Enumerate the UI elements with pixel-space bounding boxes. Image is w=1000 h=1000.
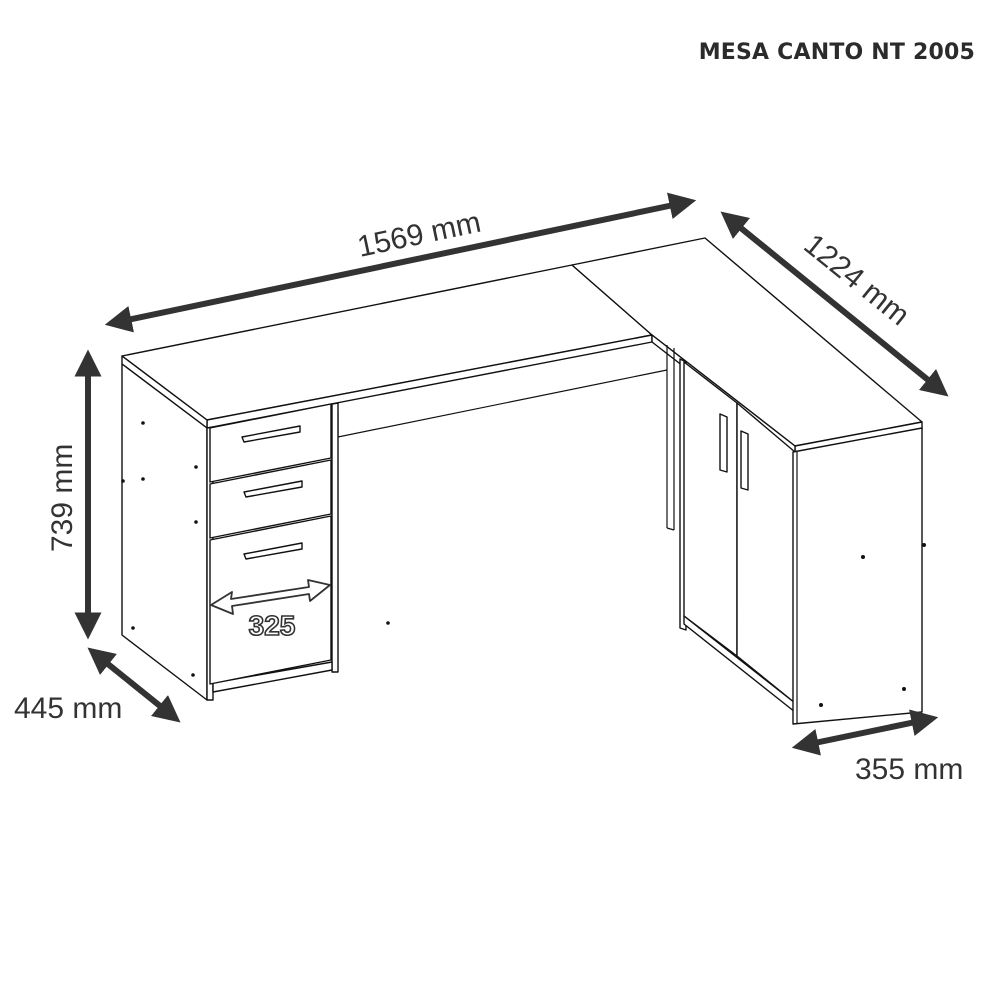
height-label: 739 mm [46,444,79,552]
drawer-2 [209,459,332,539]
desktop-main [121,264,653,429]
depth-drawer-label: 445 mm [14,692,122,725]
door-cabinet [679,358,926,725]
dimension-depth-drawer: 445 mm [14,647,181,725]
drawer-inner-width-label: 325 [249,610,296,641]
product-title: MESA CANTO NT 2005 [698,40,975,65]
drawer-width-arrow: 325 [210,579,331,642]
width-main-label: 1569 mm [355,206,484,264]
depth-cabinet-label: 355 mm [855,753,963,786]
drawer-pedestal [121,363,390,701]
dimension-depth-cabinet: 355 mm [791,709,963,786]
dimension-height: 739 mm [46,349,102,640]
drawer-1 [209,403,332,483]
width-side-label: 1224 mm [798,228,916,332]
